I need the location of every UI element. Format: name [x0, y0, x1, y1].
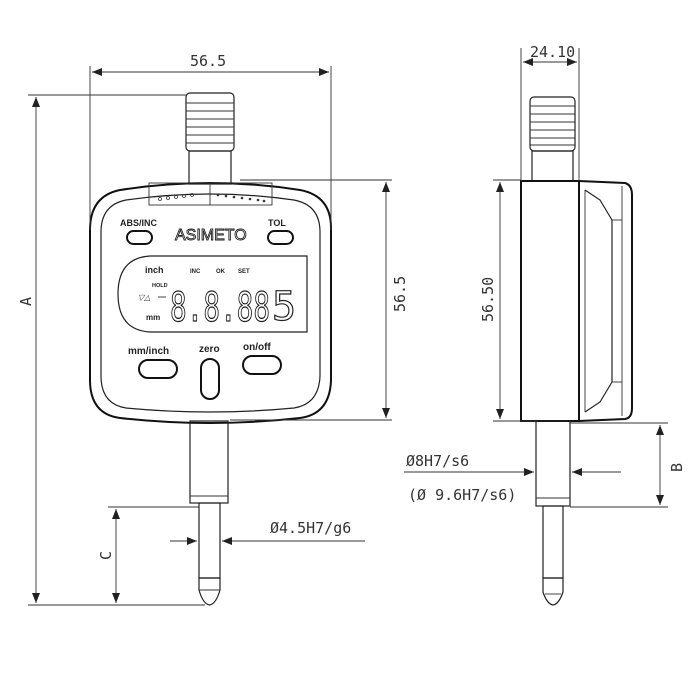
side-spindle-cap: [529, 96, 576, 182]
abs-inc-label: ABS/INC: [120, 218, 158, 228]
lcd-set: SET: [238, 269, 250, 275]
lcd-tolerance-symbol: ▽△: [138, 293, 150, 302]
lcd-display: inch INC OK SET HOLD ▽△ mm 8.8.88 5: [117, 255, 308, 333]
front-stem-fit: Ø4.5H7/g6: [270, 519, 351, 537]
tol-label: TOL: [268, 218, 286, 228]
side-stem-fit-alt: (Ø 9.6H7/s6): [408, 486, 516, 504]
lcd-mm: mm: [146, 313, 160, 322]
spindle-cap: [185, 92, 235, 185]
mm-inch-button[interactable]: [138, 359, 178, 379]
front-width-dim: 56.5: [190, 52, 226, 70]
front-dimensions: 56.5 56.5 A C Ø4.5H7/g6: [17, 52, 409, 606]
side-view: 24.10 56.50 B Ø8H7/s6 (Ø 9.6H7/s6): [404, 43, 686, 606]
mm-inch-label: mm/inch: [128, 346, 169, 357]
lcd-inc: INC: [190, 269, 201, 275]
side-body: [520, 180, 633, 422]
front-height-dim: 56.5: [391, 276, 409, 312]
side-dimensions: 24.10 56.50 B Ø8H7/s6 (Ø 9.6H7/s6): [404, 43, 686, 508]
stem-dim-b: B: [668, 463, 686, 472]
front-stem: [189, 420, 229, 606]
side-stem-fit: Ø8H7/s6: [406, 452, 469, 470]
on-off-label: on/off: [243, 342, 271, 353]
overall-dim-a: A: [17, 297, 35, 306]
front-view: ABS/INC TOL ASIMETO inch INC OK SET HOLD…: [17, 52, 409, 606]
abs-inc-button[interactable]: [126, 230, 153, 245]
gauge-body: [89, 182, 333, 424]
side-depth-dim: 24.10: [530, 43, 575, 61]
side-stem: [535, 420, 571, 606]
lcd-digits: 8.8.88: [170, 285, 270, 331]
lcd-suffix: 5: [272, 284, 296, 330]
tip-dim-c: C: [97, 551, 115, 560]
lcd-inch: inch: [145, 265, 164, 275]
lcd-hold: HOLD: [152, 283, 168, 289]
brand-logo: ASIMETO: [175, 227, 247, 244]
tol-button[interactable]: [267, 230, 294, 245]
side-height-dim: 56.50: [479, 277, 497, 322]
zero-button[interactable]: [200, 358, 220, 400]
lcd-ok: OK: [216, 269, 226, 275]
zero-label: zero: [199, 344, 220, 355]
on-off-button[interactable]: [242, 355, 282, 375]
